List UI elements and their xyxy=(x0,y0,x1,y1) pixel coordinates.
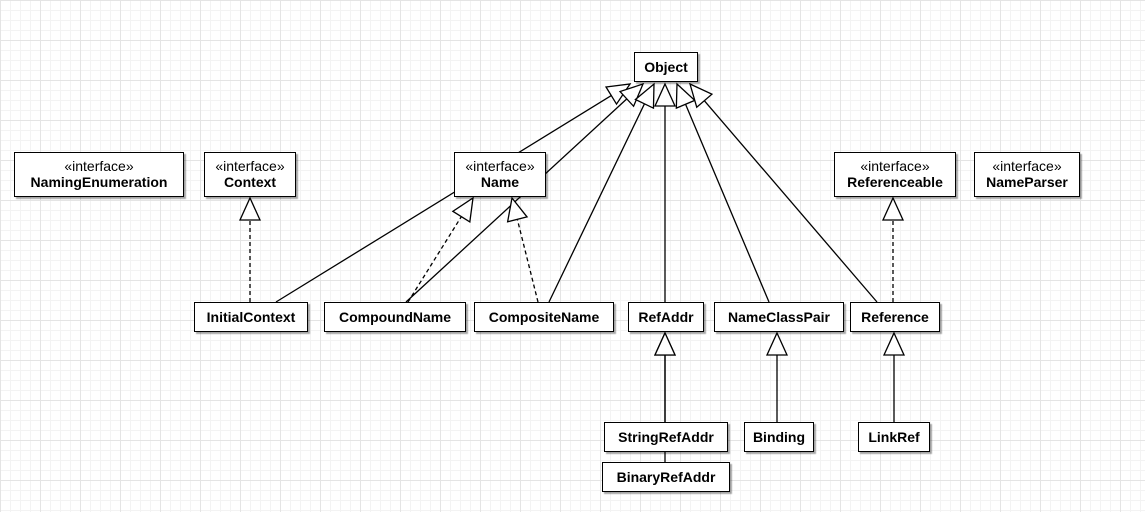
stereotype-label: «interface» xyxy=(465,158,535,174)
stereotype-label: «interface» xyxy=(992,158,1062,174)
stereotype-label: «interface» xyxy=(215,158,285,174)
class-ref-addr[interactable]: RefAddr xyxy=(628,302,704,332)
class-initial-context[interactable]: InitialContext xyxy=(194,302,308,332)
stereotype-label: «interface» xyxy=(860,158,930,174)
class-name: Referenceable xyxy=(847,174,943,190)
class-name-class-pair[interactable]: NameClassPair xyxy=(714,302,844,332)
stereotype-label: «interface» xyxy=(64,158,134,174)
edge-reference-to-object xyxy=(688,82,878,303)
generalization-line xyxy=(405,98,628,303)
class-binary-ref-addr[interactable]: BinaryRefAddr xyxy=(602,462,730,492)
hollow-triangle-arrowhead xyxy=(882,331,906,356)
hollow-triangle-arrowhead xyxy=(881,196,905,221)
generalization-line xyxy=(703,100,878,303)
class-link-ref[interactable]: LinkRef xyxy=(858,422,930,452)
edge-compound-name-to-name-iface xyxy=(407,196,474,303)
generalization-line xyxy=(275,94,612,303)
hollow-triangle-arrowhead xyxy=(653,82,677,107)
class-name: InitialContext xyxy=(206,308,296,325)
hollow-triangle-arrowhead xyxy=(506,196,529,223)
edge-composite-name-to-name-iface xyxy=(506,196,539,303)
class-name: Reference xyxy=(861,308,929,325)
interface-naming-enumeration[interactable]: «interface» NamingEnumeration xyxy=(14,152,184,197)
edge-reference-to-referenceable xyxy=(881,196,905,302)
hollow-triangle-arrowhead xyxy=(675,82,696,110)
generalization-line xyxy=(684,104,770,303)
class-name: NamingEnumeration xyxy=(30,174,168,190)
class-name: CompositeName xyxy=(488,308,600,325)
edge-compound-name-to-object xyxy=(405,82,645,303)
edge-initial-context-to-object xyxy=(275,83,632,303)
hollow-triangle-arrowhead xyxy=(238,196,262,221)
hollow-triangle-arrowhead xyxy=(765,331,789,356)
generalization-line xyxy=(548,103,646,303)
class-name: Object xyxy=(644,58,688,75)
realization-line xyxy=(407,216,462,303)
hollow-triangle-arrowhead xyxy=(618,82,645,108)
class-composite-name[interactable]: CompositeName xyxy=(474,302,614,332)
class-compound-name[interactable]: CompoundName xyxy=(324,302,466,332)
interface-referenceable[interactable]: «interface» Referenceable xyxy=(834,152,956,197)
edge-initial-context-to-context xyxy=(238,196,262,302)
class-object[interactable]: Object xyxy=(634,52,698,82)
hollow-triangle-arrowhead xyxy=(634,82,655,110)
edge-binding-to-name-class-pair xyxy=(765,331,789,422)
edge-link-ref-to-reference xyxy=(882,331,906,422)
hollow-triangle-arrowhead xyxy=(688,82,714,109)
class-name: LinkRef xyxy=(868,428,920,445)
class-string-ref-addr[interactable]: StringRefAddr xyxy=(604,422,728,452)
class-name: CompoundName xyxy=(339,308,451,325)
class-name: Binding xyxy=(752,428,806,445)
interface-context[interactable]: «interface» Context xyxy=(204,152,296,197)
interface-name[interactable]: «interface» Name xyxy=(454,152,546,197)
class-name: Name xyxy=(480,174,520,190)
class-name: NameClassPair xyxy=(728,308,830,325)
hollow-triangle-arrowhead xyxy=(451,196,474,224)
class-binding[interactable]: Binding xyxy=(744,422,814,452)
class-reference[interactable]: Reference xyxy=(850,302,940,332)
class-name: BinaryRefAddr xyxy=(616,468,716,485)
class-name: NameParser xyxy=(986,174,1068,190)
edge-ref-addr-to-object xyxy=(653,82,677,302)
class-name: RefAddr xyxy=(638,308,694,325)
hollow-triangle-arrowhead xyxy=(653,331,677,356)
interface-name-parser[interactable]: «interface» NameParser xyxy=(974,152,1080,197)
class-name: StringRefAddr xyxy=(618,428,714,445)
edge-name-class-pair-to-object xyxy=(675,82,770,303)
realization-line xyxy=(516,219,539,303)
class-name: Context xyxy=(223,174,277,190)
edge-composite-name-to-object xyxy=(548,82,655,303)
